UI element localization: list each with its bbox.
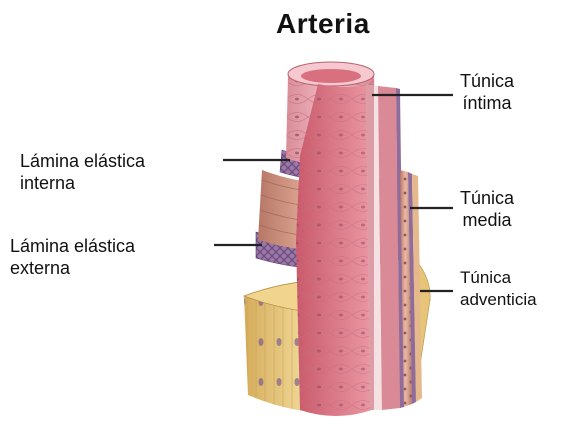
label-lamina-interna-line2: interna <box>20 172 145 194</box>
label-lamina-externa-line1: Lámina elástica <box>10 235 135 257</box>
label-lamina-externa-line2: externa <box>10 257 135 279</box>
label-tunica-media-line2: media <box>460 209 514 231</box>
label-lamina-elastica-interna: Lámina elástica interna <box>20 150 145 194</box>
lumen-cutaway <box>296 84 374 416</box>
label-tunica-intima-line2: íntima <box>460 92 514 114</box>
label-lamina-elastica-externa: Lámina elástica externa <box>10 235 135 279</box>
label-lamina-interna-line1: Lámina elástica <box>20 150 145 172</box>
wall-cross-section <box>366 84 422 410</box>
label-tunica-intima: Túnica íntima <box>460 70 514 114</box>
label-tunica-intima-line1: Túnica <box>460 70 514 92</box>
label-tunica-media-line1: Túnica <box>460 187 514 209</box>
label-tunica-adventicia-line2: adventicia <box>460 289 537 311</box>
label-tunica-adventicia: Túnica adventicia <box>460 267 537 311</box>
label-tunica-media: Túnica media <box>460 187 514 231</box>
label-tunica-adventicia-line1: Túnica <box>460 267 537 289</box>
diagram-title: Arteria <box>276 8 370 40</box>
